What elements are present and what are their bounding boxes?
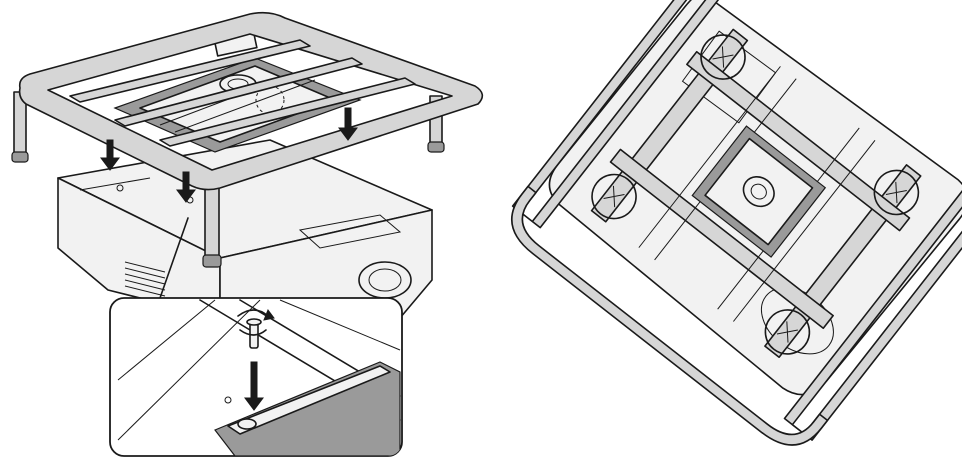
frame-tube-bottom [511, 185, 829, 446]
highlight-circle [764, 309, 811, 355]
highlight-circle [591, 173, 637, 220]
projector-body [57, 139, 433, 319]
rotate-arrow-icon [237, 308, 275, 336]
zoom-inset [109, 297, 403, 457]
frame-tube-left [511, 0, 735, 229]
highlight-circle [700, 34, 746, 80]
mount-plate [113, 25, 362, 153]
right-illustration [511, 0, 962, 446]
down-arrow-icon [244, 361, 264, 411]
mount-rails [590, 28, 922, 359]
mount-frame [11, 11, 484, 268]
screw-highlight-circles [591, 34, 920, 355]
left-illustration [11, 11, 484, 457]
highlight-circle [873, 169, 920, 216]
center-plate [691, 125, 827, 258]
down-arrow-icon [100, 107, 358, 203]
callout-leader [159, 217, 189, 299]
